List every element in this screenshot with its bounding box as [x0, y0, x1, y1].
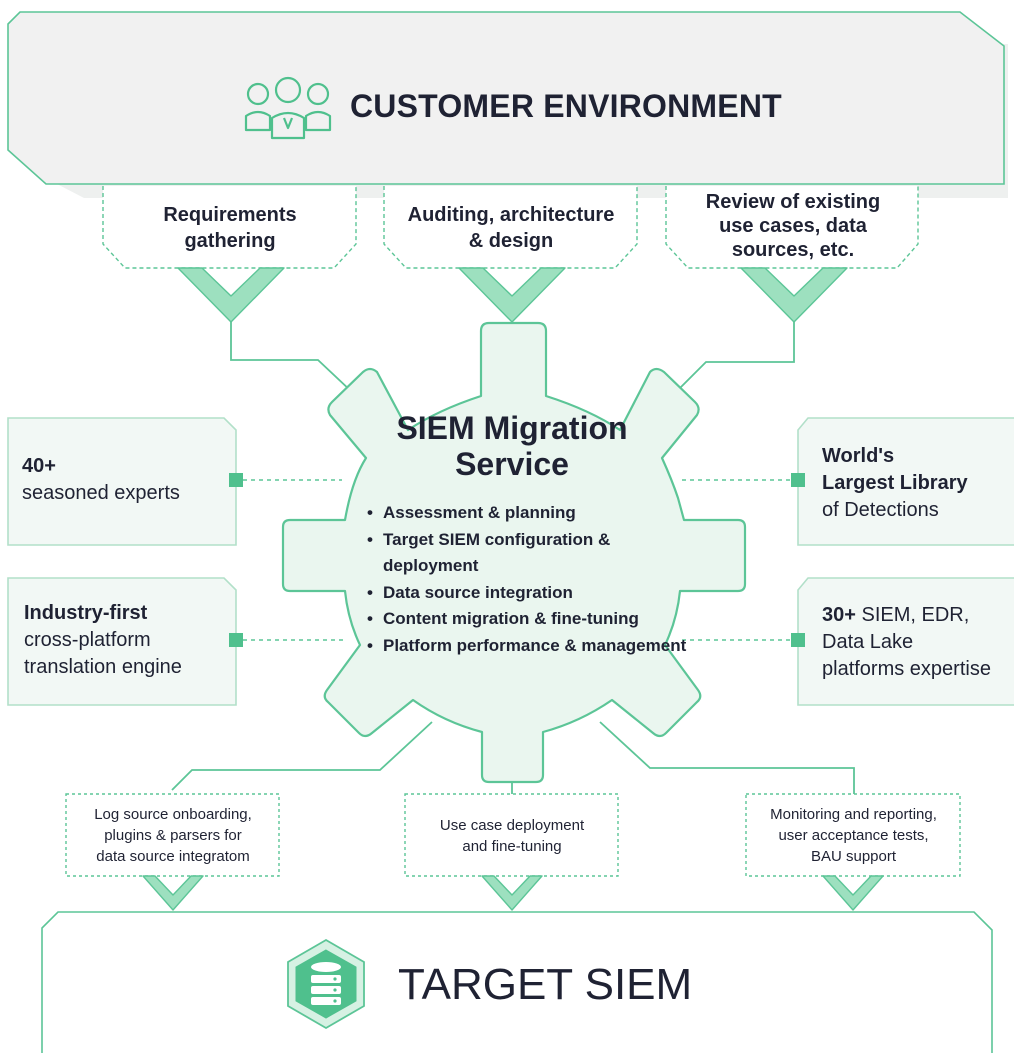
side-text-library: World's Largest Library of Detections — [822, 443, 1014, 524]
side-text-experts: 40+ seasoned experts — [22, 453, 232, 507]
side-text-rest: seasoned experts — [22, 482, 180, 504]
connector-node — [791, 473, 805, 487]
output-label-onboarding: Log source onboarding, plugins & parsers… — [67, 804, 279, 867]
output-label-line: plugins & parsers for — [104, 827, 242, 844]
connector-line — [171, 721, 433, 791]
input-box-1 — [102, 186, 357, 269]
gear-title-line: SIEM Migration — [396, 410, 628, 446]
list-item: Target SIEM configuration & deployment — [365, 527, 695, 580]
input-box-3 — [665, 186, 919, 269]
connector-line — [675, 322, 795, 393]
input-label-line: & design — [468, 230, 554, 252]
people-group-icon — [244, 76, 332, 140]
services-list: Assessment & planning Target SIEM config… — [365, 500, 695, 659]
chevron-down-icon — [142, 875, 204, 911]
side-box-right-2 — [797, 577, 1014, 706]
side-text-bold: 30+ — [822, 604, 856, 626]
chevron-down-icon — [481, 875, 543, 911]
side-text-rest: of Detections — [822, 499, 939, 521]
target-siem-box — [41, 911, 993, 1053]
side-text-rest: Data Lake — [822, 631, 914, 653]
side-text-rest: SIEM, EDR, — [855, 604, 970, 626]
input-label-review: Review of existing use cases, data sourc… — [667, 190, 919, 262]
chevron-down-icon — [177, 267, 285, 323]
output-label-line: Use case deployment — [439, 817, 585, 834]
input-label-line: Review of existing — [705, 191, 881, 213]
output-label-line: user acceptance tests, — [778, 827, 929, 844]
input-label-line: Auditing, architecture — [407, 204, 615, 226]
input-box-2 — [383, 186, 638, 269]
side-text-rest: platforms expertise — [822, 658, 991, 680]
output-label-line: Log source onboarding, — [94, 806, 252, 823]
output-label-line: Monitoring and reporting, — [770, 806, 937, 823]
connector-line — [230, 322, 353, 393]
input-label-line: use cases, data — [719, 215, 867, 237]
side-box-right-1 — [797, 417, 1014, 546]
input-label-requirements: Requirements gathering — [104, 202, 356, 254]
list-item: Data source integration — [365, 580, 695, 607]
customer-environment-box — [7, 11, 1005, 185]
side-box-left-1 — [7, 417, 237, 546]
chevron-down-icon — [822, 875, 884, 911]
side-text-bold: Industry-first — [24, 602, 148, 624]
input-label-line: sources, etc. — [731, 239, 855, 261]
side-text-bold: 40+ — [22, 455, 56, 477]
side-text-rest: cross-platform translation engine — [24, 629, 182, 678]
output-box-3 — [745, 793, 961, 877]
side-text-bold: Largest Library — [822, 472, 968, 494]
connector-node — [229, 633, 243, 647]
database-icon — [287, 938, 365, 1030]
side-text-engine: Industry-first cross-platform translatio… — [24, 600, 234, 681]
customer-environment-title: CUSTOMER ENVIRONMENT — [350, 88, 782, 124]
side-text-platforms: 30+ SIEM, EDR, Data Lake platforms exper… — [822, 602, 1014, 683]
output-box-2 — [404, 793, 619, 877]
connector-node — [229, 473, 243, 487]
connector-node — [791, 633, 805, 647]
list-item: Platform performance & management — [365, 633, 695, 660]
output-label-line: BAU support — [810, 848, 897, 865]
list-item: Assessment & planning — [365, 500, 695, 527]
input-label-auditing: Auditing, architecture & design — [385, 202, 637, 254]
connector-line — [599, 721, 855, 794]
side-box-left-2 — [7, 577, 237, 706]
chevron-down-icon — [458, 267, 566, 323]
gear-title-line: Service — [455, 446, 569, 482]
side-text-bold: World's — [822, 445, 895, 467]
output-label-monitoring: Monitoring and reporting, user acceptanc… — [747, 804, 960, 867]
list-item: Content migration & fine-tuning — [365, 606, 695, 633]
chevron-down-icon — [740, 267, 848, 323]
input-label-line: gathering — [184, 230, 276, 252]
output-label-line: data source integratom — [96, 848, 250, 865]
output-label-usecase: Use case deployment and fine-tuning — [406, 815, 618, 857]
output-box-1 — [65, 793, 280, 877]
gear-title: SIEM Migration Service — [360, 410, 664, 482]
target-siem-title: TARGET SIEM — [398, 960, 693, 1009]
output-label-line: and fine-tuning — [462, 838, 562, 855]
input-label-line: Requirements — [163, 204, 297, 226]
